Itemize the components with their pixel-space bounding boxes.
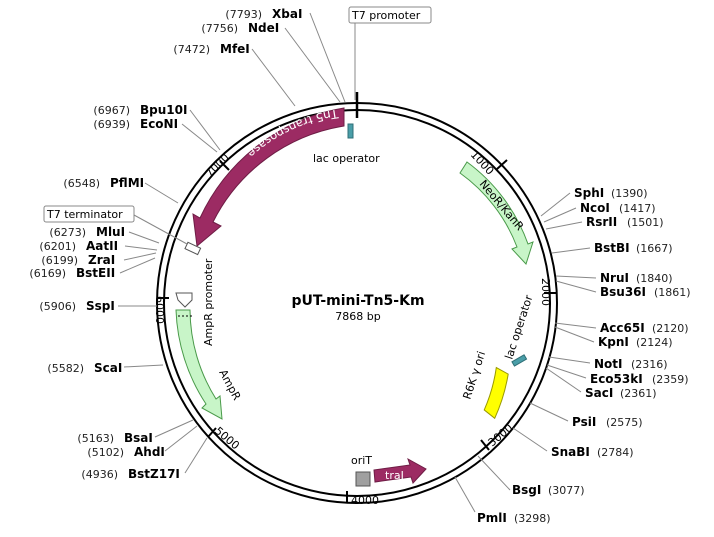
site-name-ncoi: NcoI (580, 201, 610, 215)
site-name-rsrii: RsrII (586, 215, 617, 229)
site-name-scai: ScaI (94, 361, 122, 375)
orit-label: oriT (351, 454, 372, 467)
site-pos-ncoi: (1417) (619, 202, 656, 215)
site-pos-bsai: (5163) (77, 432, 114, 445)
plasmid-length: 7868 bp (335, 310, 380, 323)
lac-operator-right-label: lac operator (502, 293, 535, 361)
r6k-ori-block (483, 366, 509, 420)
plasmid-name: pUT-mini-Tn5-Km (291, 293, 424, 309)
site-pos-mlui: (6273) (49, 226, 86, 239)
ampr-promoter-arrow (175, 292, 193, 308)
t7-promoter-box (348, 6, 432, 24)
site-pos-sphi: (1390) (611, 187, 648, 200)
tick-label-2000: 2000 (539, 278, 552, 306)
ampr-arrow (175, 309, 223, 420)
t7-terminator-leader (133, 214, 188, 245)
site-pos-psii: (2575) (606, 416, 643, 429)
site-pos-bpu10i: (6967) (93, 104, 130, 117)
site-name-psii: PsiI (572, 415, 596, 429)
site-name-bstbi: BstBI (594, 241, 630, 255)
tick-1000 (496, 159, 508, 170)
orit-block (355, 471, 371, 487)
tick-label-5000: 5000 (212, 424, 242, 452)
restriction-sites-left: (7793) XbaI (7756) NdeI (7472) MfeI (696… (29, 7, 346, 481)
site-pos-kpni: (2124) (636, 336, 673, 349)
site-pos-bstbi: (1667) (636, 242, 673, 255)
t7-promoter-label: T7 promoter (351, 9, 421, 22)
site-pos-aatii: (6201) (39, 240, 76, 253)
site-name-xbai: XbaI (272, 7, 302, 21)
site-pos-pmli: (3298) (514, 512, 551, 525)
site-name-bpu10i: Bpu10I (140, 103, 187, 117)
tn5-transposase-arrow (192, 107, 345, 247)
site-name-noti: NotI (594, 357, 623, 371)
site-pos-bsteii: (6169) (29, 267, 66, 280)
site-name-pflmi: PflMI (110, 176, 144, 190)
tick-7000 (219, 160, 230, 171)
tick-5000 (207, 427, 217, 438)
tick-label-4000: 4000 (351, 494, 379, 507)
site-name-aatii: AatII (86, 239, 118, 253)
site-name-bsu36i: Bsu36I (600, 285, 646, 299)
site-name-kpni: KpnI (598, 335, 629, 349)
site-name-econi: EcoNI (140, 117, 178, 131)
site-pos-xbai: (7793) (225, 8, 262, 21)
site-pos-econi: (6939) (93, 118, 130, 131)
site-pos-acc65i: (2120) (652, 322, 689, 335)
site-name-ndei: NdeI (248, 21, 279, 35)
site-name-ahdi: AhdI (134, 445, 165, 459)
site-name-saci: SacI (585, 386, 613, 400)
traj-label: traJ (385, 469, 404, 482)
lac-operator-right (511, 354, 528, 367)
site-name-bsteii: BstEII (76, 266, 115, 280)
site-pos-ahdi: (5102) (87, 446, 124, 459)
site-pos-bstz17i: (4936) (81, 468, 118, 481)
site-name-bsgi: BsgI (512, 483, 541, 497)
site-name-bsai: BsaI (124, 431, 153, 445)
lac-operator-top (347, 123, 354, 139)
site-pos-bsgi: (3077) (548, 484, 585, 497)
t7-terminator-label: T7 terminator (46, 208, 123, 221)
site-pos-noti: (2316) (631, 358, 668, 371)
t7-terminator-marker (184, 241, 202, 256)
site-name-eco53ki: Eco53kI (590, 372, 643, 386)
site-pos-nrui: (1840) (636, 272, 673, 285)
neor-kanr-arrow (459, 161, 534, 265)
site-name-zrai: ZraI (88, 253, 115, 267)
site-name-pmli: PmlI (477, 511, 507, 525)
site-pos-ndei: (7756) (201, 22, 238, 35)
site-name-sphi: SphI (574, 186, 604, 200)
site-pos-eco53ki: (2359) (652, 373, 689, 386)
site-pos-mfei: (7472) (173, 43, 210, 56)
tick-label-6000: 6000 (153, 296, 166, 324)
t7-terminator-box (43, 205, 135, 223)
site-name-sspi: SspI (86, 299, 115, 313)
tick-label-3000: 3000 (486, 421, 516, 449)
site-name-snabi: SnaBI (551, 445, 590, 459)
tick-3000 (480, 439, 490, 451)
r6k-ori-label: R6K γ ori (460, 350, 488, 401)
site-name-nrui: NruI (600, 271, 629, 285)
lac-operator-top-label: lac operator (313, 152, 380, 165)
site-pos-pflmi: (6548) (63, 177, 100, 190)
site-name-mlui: MluI (96, 225, 125, 239)
site-pos-sspi: (5906) (39, 300, 76, 313)
site-pos-zrai: (6199) (41, 254, 78, 267)
site-pos-scai: (5582) (47, 362, 84, 375)
site-pos-snabi: (2784) (597, 446, 634, 459)
site-name-bstz17i: BstZ17I (128, 467, 180, 481)
restriction-sites-right: SphI (1390) NcoI (1417) RsrII (1501) Bst… (454, 186, 691, 525)
site-pos-rsrii: (1501) (627, 216, 664, 229)
site-name-mfei: MfeI (220, 42, 250, 56)
site-pos-saci: (2361) (620, 387, 657, 400)
site-pos-bsu36i: (1861) (654, 286, 691, 299)
site-name-acc65i: Acc65I (600, 321, 645, 335)
traj-arrow (373, 457, 427, 484)
ampr-promoter-label: AmpR promoter (202, 258, 215, 346)
